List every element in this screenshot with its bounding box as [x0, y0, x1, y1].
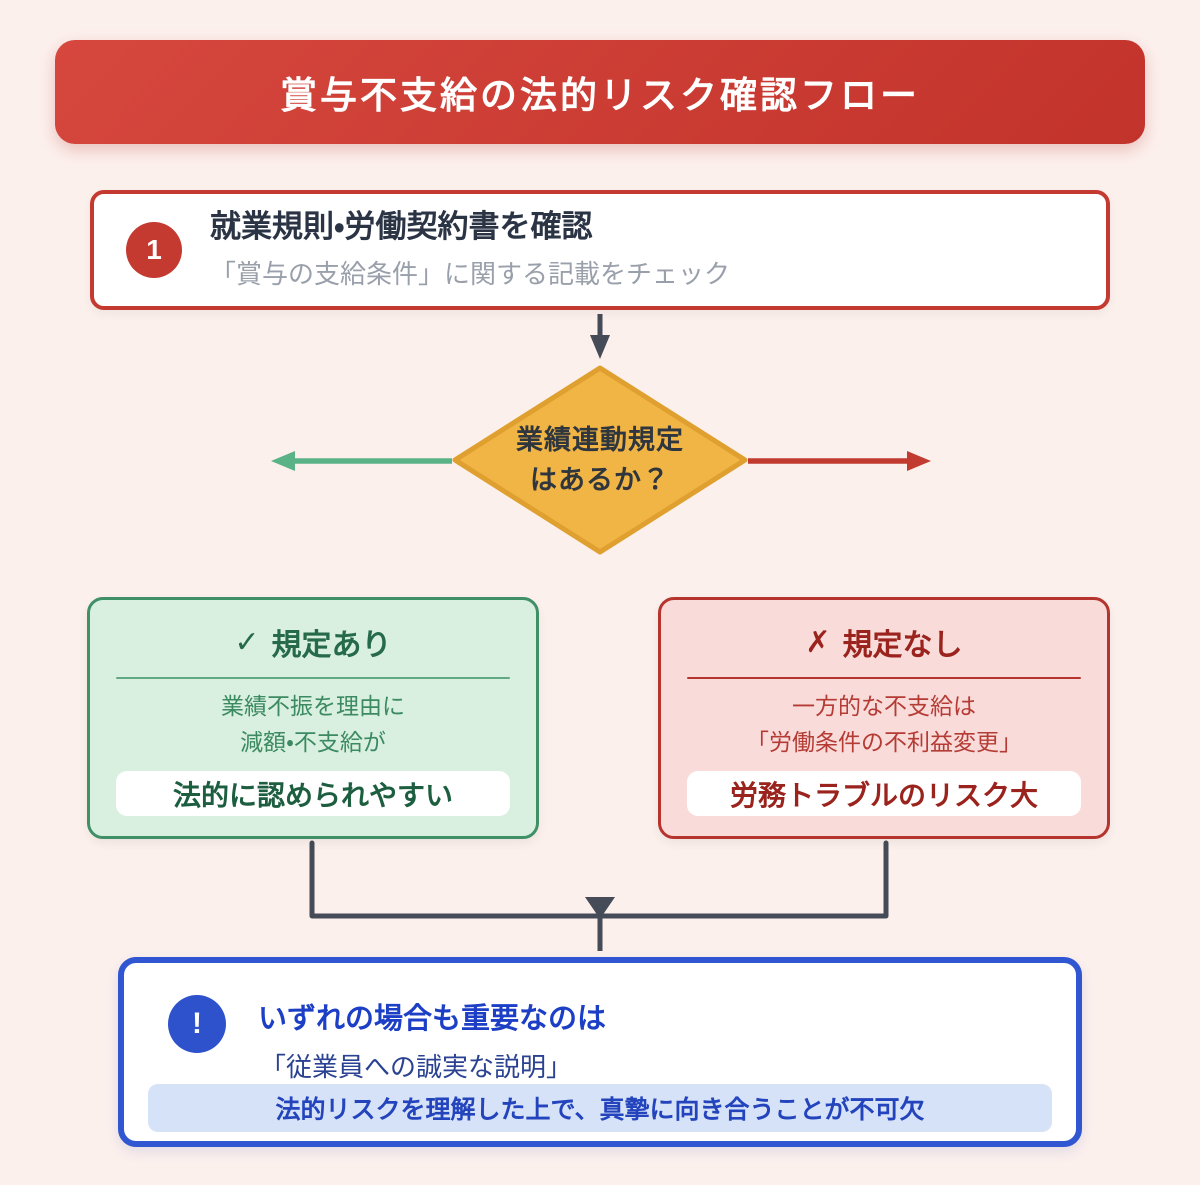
- yes-body-line1: 業績不振を理由に: [221, 693, 405, 720]
- no-card-divider: [687, 677, 1081, 680]
- conclusion-title: いずれの場合も重要なのは: [258, 1003, 607, 1035]
- check-icon: ✓: [234, 625, 260, 659]
- decision-line2: はあるか？: [530, 465, 670, 495]
- merge-arrowhead-icon: [585, 897, 615, 919]
- no-highlight-pill: 労務トラブルのリスク大: [687, 771, 1081, 816]
- step1-title: 就業規則・労働契約書を確認: [210, 209, 593, 245]
- merge-connector: [309, 840, 889, 919]
- no-card-header: ✗ 規定なし: [805, 620, 962, 664]
- exclamation-icon: !: [168, 995, 226, 1053]
- cross-icon: ✗: [805, 625, 831, 659]
- page-title: 賞与不支給の法的リスク確認フロー: [280, 75, 920, 116]
- yes-card-header: ✓ 規定あり: [234, 620, 391, 664]
- step1-subtitle: 「賞与の支給条件」に関する記載をチェック: [210, 258, 731, 289]
- no-card-header-label: 規定なし: [842, 629, 963, 662]
- yes-card-body: 業績不振を理由に 減額・不支給が: [221, 688, 405, 760]
- no-card-body: 一方的な不支給は 「労働条件の不利益変更」: [746, 688, 1022, 760]
- title-banner: 賞与不支給の法的リスク確認フロー: [55, 40, 1145, 144]
- yes-result-card: ✓ 規定あり 業績不振を理由に 減額・不支給が 法的に認められやすい: [87, 597, 539, 839]
- no-result-card: ✗ 規定なし 一方的な不支給は 「労働条件の不利益変更」 労務トラブルのリスク大: [658, 597, 1110, 839]
- step1-text-block: 就業規則・労働契約書を確認 「賞与の支給条件」に関する記載をチェック: [210, 209, 730, 291]
- conclusion-card: ! いずれの場合も重要なのは 「従業員への誠実な説明」 法的リスクを理解した上で…: [118, 957, 1082, 1147]
- decision-line1: 業績連動規定: [516, 425, 684, 455]
- no-body-line2: 「労働条件の不利益変更」: [746, 729, 1022, 756]
- decision-label: 業績連動規定 はあるか？: [455, 368, 745, 552]
- yes-body-line2: 減額・不支給が: [240, 729, 386, 756]
- step1-card: 1 就業規則・労働契約書を確認 「賞与の支給条件」に関する記載をチェック: [90, 190, 1110, 310]
- yes-card-divider: [116, 677, 510, 680]
- yes-highlight-pill: 法的に認められやすい: [116, 771, 510, 816]
- no-body-line1: 一方的な不支給は: [792, 693, 976, 720]
- conclusion-highlight-pill: 法的リスクを理解した上で、真摯に向き合うことが不可欠: [148, 1084, 1052, 1132]
- conclusion-subtitle: 「従業員への誠実な説明」: [260, 1052, 573, 1082]
- step-number-badge: 1: [126, 222, 182, 278]
- yes-card-header-label: 規定あり: [271, 629, 392, 662]
